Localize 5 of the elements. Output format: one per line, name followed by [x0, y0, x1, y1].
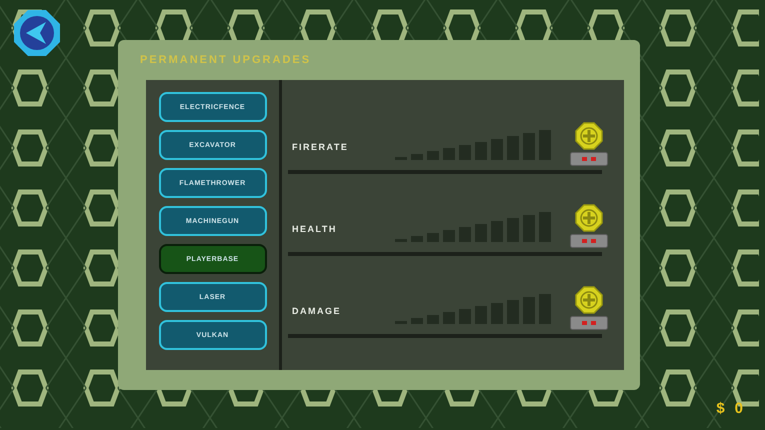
stat-label: DAMAGE	[292, 304, 342, 318]
currency-symbol: $	[716, 398, 725, 418]
stat-label: HEALTH	[292, 222, 338, 236]
stat-label: FIRERATE	[292, 140, 350, 154]
panel-title: PERMANENT UPGRADES	[140, 52, 312, 68]
